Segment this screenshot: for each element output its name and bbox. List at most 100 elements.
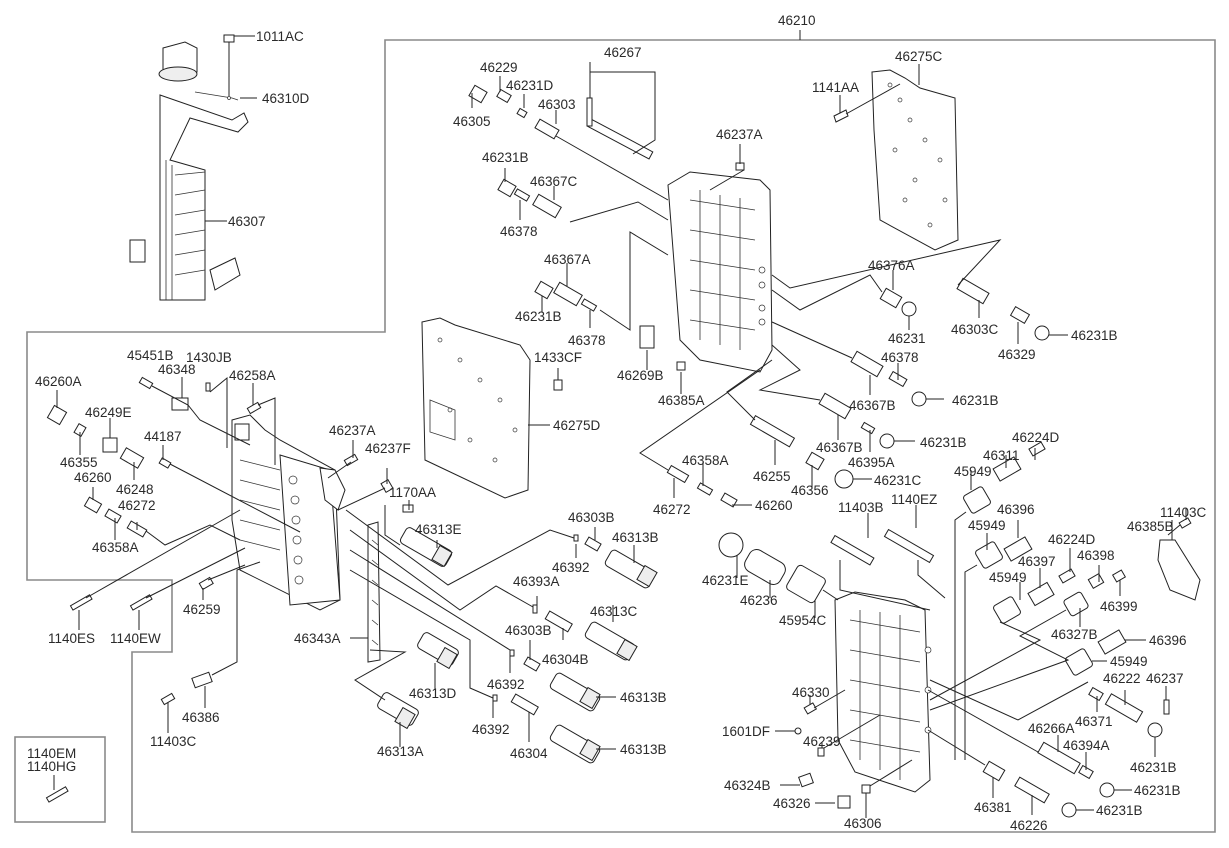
label-46307[interactable]: 46307 bbox=[228, 214, 266, 229]
label-46311[interactable]: 46311 bbox=[983, 448, 1020, 463]
label-1430JB[interactable]: 1430JB bbox=[186, 350, 232, 365]
label-46326[interactable]: 46326 bbox=[773, 796, 811, 811]
label-1140ES[interactable]: 1140ES bbox=[48, 631, 95, 646]
label-46385B[interactable]: 46385B bbox=[1127, 519, 1174, 534]
label-1140EZ[interactable]: 1140EZ bbox=[891, 492, 937, 507]
label-46394A[interactable]: 46394A bbox=[1063, 738, 1110, 753]
label-46313C[interactable]: 46313C bbox=[590, 604, 638, 619]
label-46266A[interactable]: 46266A bbox=[1028, 721, 1075, 736]
label-46313B-c[interactable]: 46313B bbox=[620, 742, 667, 757]
label-46260-b[interactable]: 46260 bbox=[74, 470, 112, 485]
label-46258A[interactable]: 46258A bbox=[229, 368, 276, 383]
label-46231B-g[interactable]: 46231B bbox=[1134, 783, 1181, 798]
label-46259[interactable]: 46259 bbox=[183, 602, 221, 617]
label-46371[interactable]: 46371 bbox=[1075, 714, 1113, 729]
label-46343A[interactable]: 46343A bbox=[294, 631, 341, 646]
label-46367A[interactable]: 46367A bbox=[544, 252, 591, 267]
label-46310D[interactable]: 46310D bbox=[262, 91, 310, 106]
label-46269B[interactable]: 46269B bbox=[617, 368, 664, 383]
label-1433CF[interactable]: 1433CF bbox=[534, 350, 582, 365]
label-46304[interactable]: 46304 bbox=[510, 746, 548, 761]
label-46231[interactable]: 46231 bbox=[888, 331, 926, 346]
label-46313D[interactable]: 46313D bbox=[409, 686, 457, 701]
label-46237F[interactable]: 46237F bbox=[365, 441, 411, 456]
label-11403C-a[interactable]: 11403C bbox=[150, 734, 197, 749]
label-46396-b[interactable]: 46396 bbox=[1149, 633, 1187, 648]
label-46224D-a[interactable]: 46224D bbox=[1012, 430, 1060, 445]
label-44187[interactable]: 44187 bbox=[144, 429, 182, 444]
label-1141AA[interactable]: 1141AA bbox=[812, 80, 859, 95]
label-45949-d[interactable]: 45949 bbox=[1110, 654, 1148, 669]
label-11403B[interactable]: 11403B bbox=[838, 500, 884, 515]
label-46231B-c[interactable]: 46231B bbox=[1071, 328, 1118, 343]
label-45949-c[interactable]: 45949 bbox=[989, 570, 1027, 585]
label-46304B[interactable]: 46304B bbox=[542, 652, 589, 667]
label-46210[interactable]: 46210 bbox=[778, 13, 816, 28]
label-46236[interactable]: 46236 bbox=[740, 593, 778, 608]
label-1601DF[interactable]: 1601DF bbox=[722, 724, 770, 739]
label-46367C[interactable]: 46367C bbox=[530, 174, 578, 189]
label-46267[interactable]: 46267 bbox=[604, 45, 642, 60]
label-46305[interactable]: 46305 bbox=[453, 114, 491, 129]
label-45451B[interactable]: 45451B bbox=[127, 348, 174, 363]
label-46324B[interactable]: 46324B bbox=[724, 778, 771, 793]
label-46237[interactable]: 46237 bbox=[1146, 671, 1184, 686]
label-46224D-b[interactable]: 46224D bbox=[1048, 532, 1096, 547]
label-11403C-b[interactable]: 11403C bbox=[1160, 505, 1207, 520]
label-46255[interactable]: 46255 bbox=[753, 469, 791, 484]
label-1011AC[interactable]: 1011AC bbox=[256, 29, 304, 44]
label-46378-b[interactable]: 46378 bbox=[568, 333, 606, 348]
label-46303[interactable]: 46303 bbox=[538, 97, 576, 112]
label-46249E[interactable]: 46249E bbox=[85, 405, 132, 420]
label-46396-a[interactable]: 46396 bbox=[997, 502, 1035, 517]
label-46248[interactable]: 46248 bbox=[116, 482, 154, 497]
label-46272-b[interactable]: 46272 bbox=[118, 498, 156, 513]
label-46378-c[interactable]: 46378 bbox=[881, 350, 919, 365]
label-46231E[interactable]: 46231E bbox=[702, 573, 749, 588]
label-46378-a[interactable]: 46378 bbox=[500, 224, 538, 239]
label-46231B-f[interactable]: 46231B bbox=[1130, 760, 1177, 775]
label-46327B[interactable]: 46327B bbox=[1051, 627, 1098, 642]
label-46397[interactable]: 46397 bbox=[1018, 554, 1056, 569]
label-46393A[interactable]: 46393A bbox=[513, 574, 560, 589]
label-1140EW[interactable]: 1140EW bbox=[110, 631, 161, 646]
label-46398[interactable]: 46398 bbox=[1077, 548, 1115, 563]
label-1140HG[interactable]: 1140HG bbox=[27, 759, 76, 774]
label-46222[interactable]: 46222 bbox=[1103, 671, 1141, 686]
label-46358A-b[interactable]: 46358A bbox=[92, 540, 139, 555]
label-1170AA[interactable]: 1170AA bbox=[389, 485, 436, 500]
label-45949-a[interactable]: 45949 bbox=[954, 464, 992, 479]
label-46272-a[interactable]: 46272 bbox=[653, 502, 691, 517]
label-46229[interactable]: 46229 bbox=[480, 60, 518, 75]
label-46237A-a[interactable]: 46237A bbox=[716, 127, 763, 142]
label-46226[interactable]: 46226 bbox=[1010, 818, 1048, 833]
label-46303B-b[interactable]: 46303B bbox=[505, 623, 552, 638]
label-1140EM[interactable]: 1140EM bbox=[27, 746, 76, 761]
label-46313B-a[interactable]: 46313B bbox=[612, 530, 659, 545]
label-46231B-d[interactable]: 46231B bbox=[952, 393, 999, 408]
label-46367B-b[interactable]: 46367B bbox=[816, 440, 863, 455]
label-46395A[interactable]: 46395A bbox=[848, 455, 895, 470]
label-46231D[interactable]: 46231D bbox=[506, 78, 554, 93]
label-46313A[interactable]: 46313A bbox=[377, 744, 424, 759]
label-46231B-h[interactable]: 46231B bbox=[1096, 803, 1143, 818]
label-46231B-b[interactable]: 46231B bbox=[515, 309, 562, 324]
label-46329[interactable]: 46329 bbox=[998, 347, 1036, 362]
label-46355[interactable]: 46355 bbox=[60, 455, 98, 470]
label-46385A[interactable]: 46385A bbox=[658, 393, 705, 408]
label-46313B-b[interactable]: 46313B bbox=[620, 690, 667, 705]
label-46313E[interactable]: 46313E bbox=[415, 522, 462, 537]
label-46260-a[interactable]: 46260 bbox=[755, 498, 793, 513]
label-46381[interactable]: 46381 bbox=[974, 800, 1012, 815]
label-46303B-a[interactable]: 46303B bbox=[568, 510, 615, 525]
label-46356[interactable]: 46356 bbox=[791, 483, 829, 498]
label-45954C[interactable]: 45954C bbox=[779, 613, 827, 628]
label-46260A[interactable]: 46260A bbox=[35, 374, 82, 389]
label-46399[interactable]: 46399 bbox=[1100, 599, 1138, 614]
label-46275C[interactable]: 46275C bbox=[895, 49, 943, 64]
label-46231B-a[interactable]: 46231B bbox=[482, 150, 529, 165]
label-46348[interactable]: 46348 bbox=[158, 362, 196, 377]
label-46275D[interactable]: 46275D bbox=[553, 418, 601, 433]
label-46392-b[interactable]: 46392 bbox=[487, 677, 525, 692]
label-46231B-e[interactable]: 46231B bbox=[920, 435, 967, 450]
